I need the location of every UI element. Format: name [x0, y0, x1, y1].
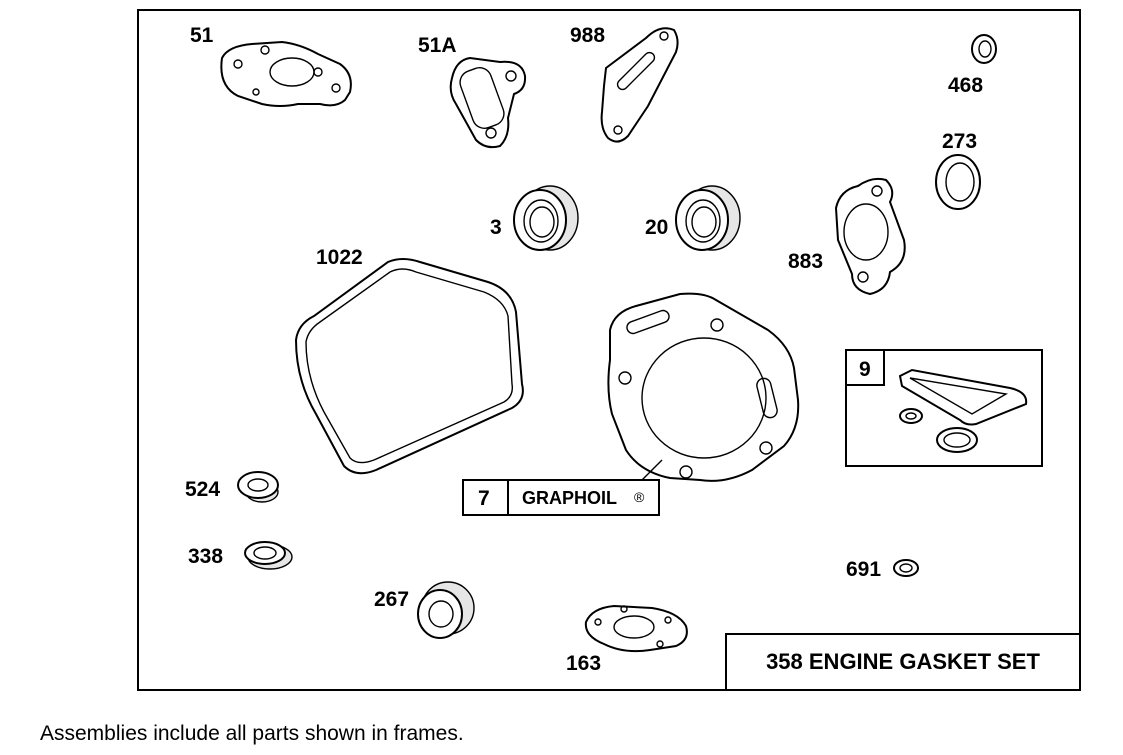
- part-label-20: 20: [645, 216, 668, 239]
- part-label-51a: 51A: [418, 34, 457, 57]
- part-7-label-box: [462, 479, 660, 516]
- part-51-gasket: [220, 40, 352, 107]
- part-label-988: 988: [570, 24, 605, 47]
- part-label-883: 883: [788, 250, 823, 273]
- kit-title: 358 ENGINE GASKET SET: [766, 649, 1040, 674]
- graphoil-label: GRAPHOIL: [522, 488, 617, 508]
- part-label-51: 51: [190, 24, 214, 47]
- part-273-seal: [935, 154, 981, 210]
- part-label-267: 267: [374, 588, 409, 611]
- part-3-oil-seal: [513, 185, 579, 251]
- part-163-gasket: [584, 604, 688, 653]
- part-1022-cover-gasket: [294, 258, 524, 475]
- part-9-gasket-kit: [898, 368, 1028, 453]
- part-label-9: 9: [859, 358, 871, 381]
- part-267-grommet: [417, 581, 475, 639]
- part-label-273: 273: [942, 130, 977, 153]
- part-label-338: 338: [188, 545, 223, 568]
- registered-mark: ®: [634, 489, 645, 505]
- part-20-oil-seal: [675, 185, 741, 251]
- footnote: Assemblies include all parts shown in fr…: [40, 722, 464, 745]
- kit-title-box: [725, 633, 1081, 691]
- part-338-seal: [244, 541, 293, 570]
- part-9-label-box: [845, 349, 885, 386]
- part-label-7: 7: [478, 487, 490, 510]
- part-988-plate: [600, 27, 679, 143]
- part-label-1022: 1022: [316, 246, 363, 269]
- part-label-3: 3: [490, 216, 502, 239]
- part-468-ring: [971, 34, 997, 64]
- part-label-468: 468: [948, 74, 983, 97]
- part-691-washer: [893, 559, 919, 577]
- diagram-frame: [137, 9, 1081, 691]
- part-51a-gasket: [449, 56, 527, 149]
- part-label-691: 691: [846, 558, 881, 581]
- part-label-163: 163: [566, 652, 601, 675]
- part-524-plug: [237, 471, 279, 503]
- part-label-524: 524: [185, 478, 220, 501]
- part-883-gasket: [834, 177, 906, 296]
- part-7-head-gasket: [607, 292, 800, 483]
